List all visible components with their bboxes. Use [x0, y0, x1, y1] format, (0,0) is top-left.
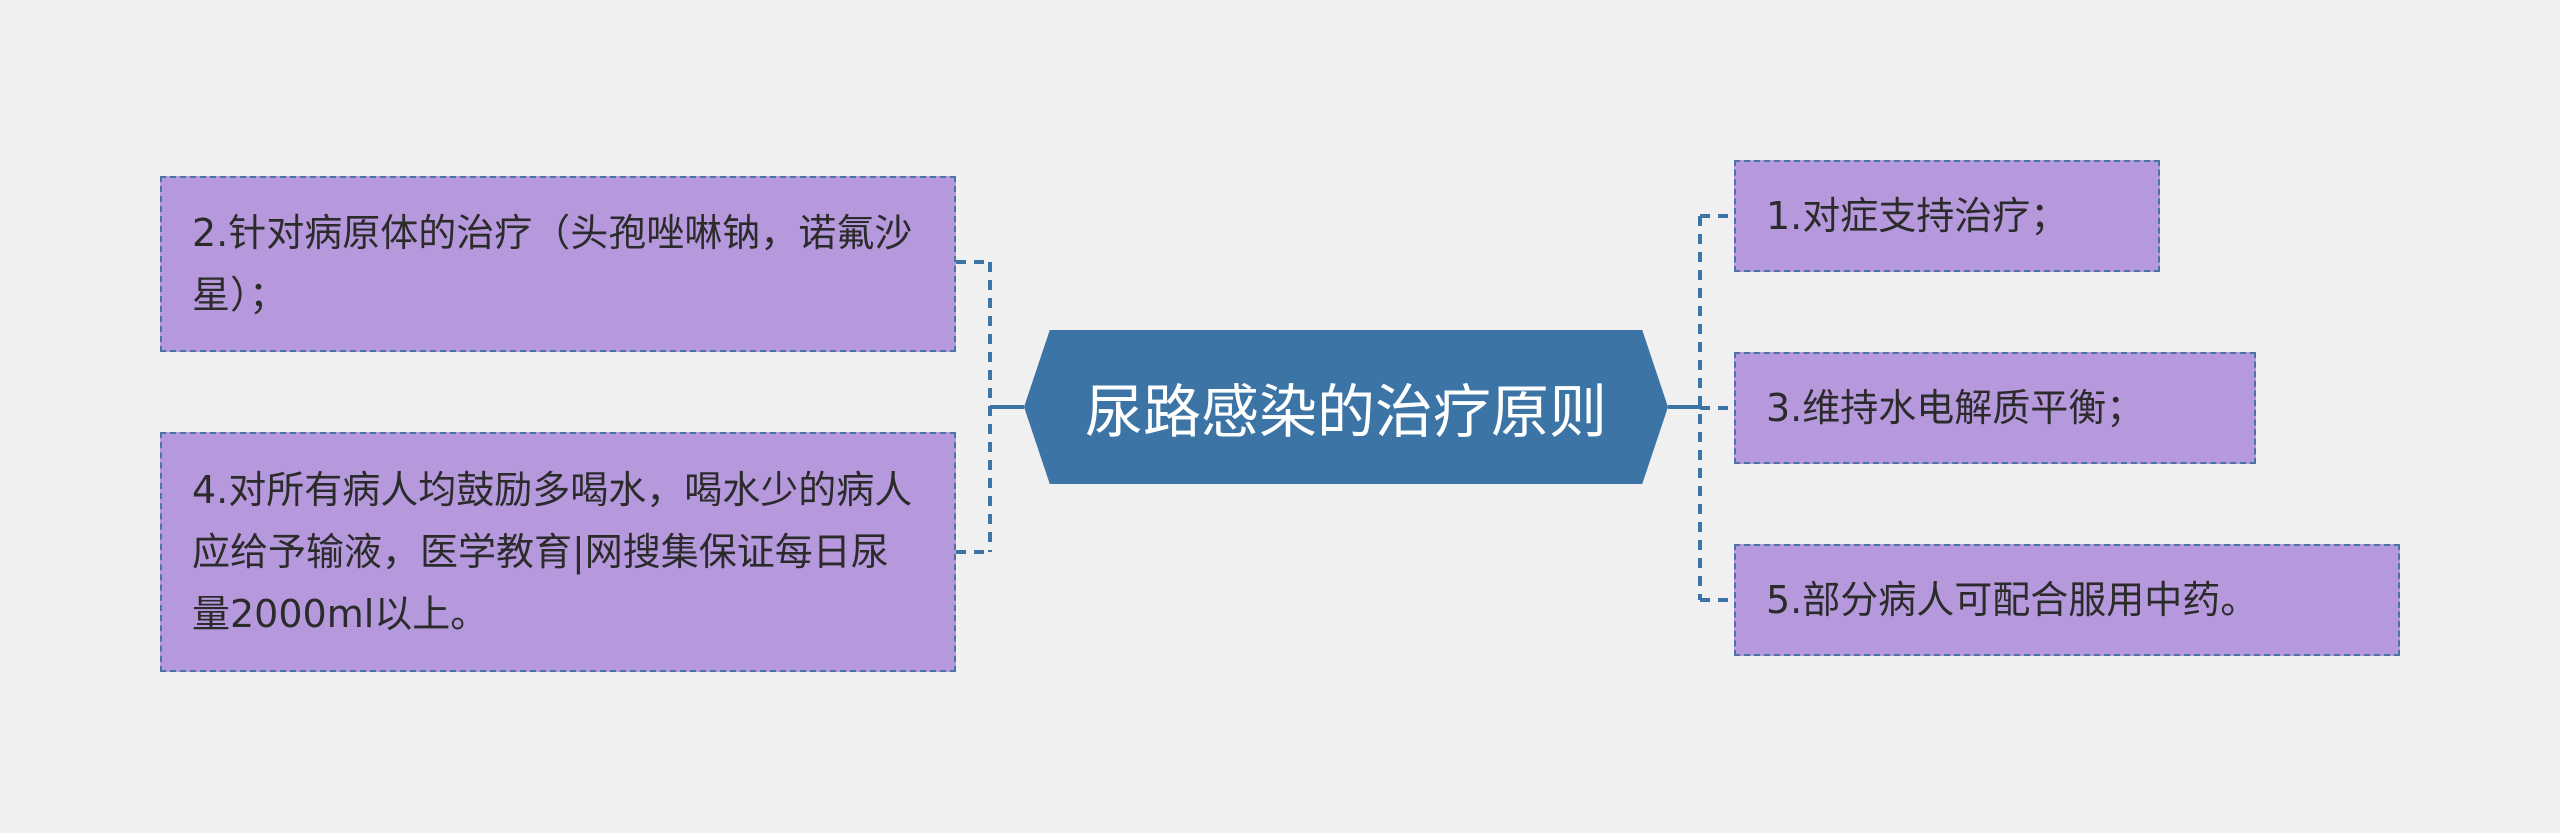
topic-node-1-label: 1.对症支持治疗； — [1766, 194, 2069, 238]
central-topic-label: 尿路感染的治疗原则 — [1084, 378, 1607, 446]
topic-node-4[interactable]: 4.对所有病人均鼓励多喝水，喝水少的病人应给予输液，医学教育|网搜集保证每日尿量… — [160, 432, 956, 672]
topic-node-1[interactable]: 1.对症支持治疗； — [1734, 160, 2160, 272]
topic-node-5-label: 5.部分病人可配合服用中药。 — [1766, 578, 2259, 622]
topic-node-2[interactable]: 2.针对病原体的治疗（头孢唑啉钠，诺氟沙星）； — [160, 176, 956, 352]
topic-node-3[interactable]: 3.维持水电解质平衡； — [1734, 352, 2256, 464]
topic-node-3-label: 3.维持水电解质平衡； — [1766, 386, 2145, 430]
central-topic[interactable]: 尿路感染的治疗原则 — [1024, 330, 1668, 484]
topic-node-5[interactable]: 5.部分病人可配合服用中药。 — [1734, 544, 2400, 656]
topic-node-2-label: 2.针对病原体的治疗（头孢唑啉钠，诺氟沙星）； — [192, 211, 913, 317]
topic-node-4-label: 4.对所有病人均鼓励多喝水，喝水少的病人应给予输液，医学教育|网搜集保证每日尿量… — [192, 468, 913, 636]
